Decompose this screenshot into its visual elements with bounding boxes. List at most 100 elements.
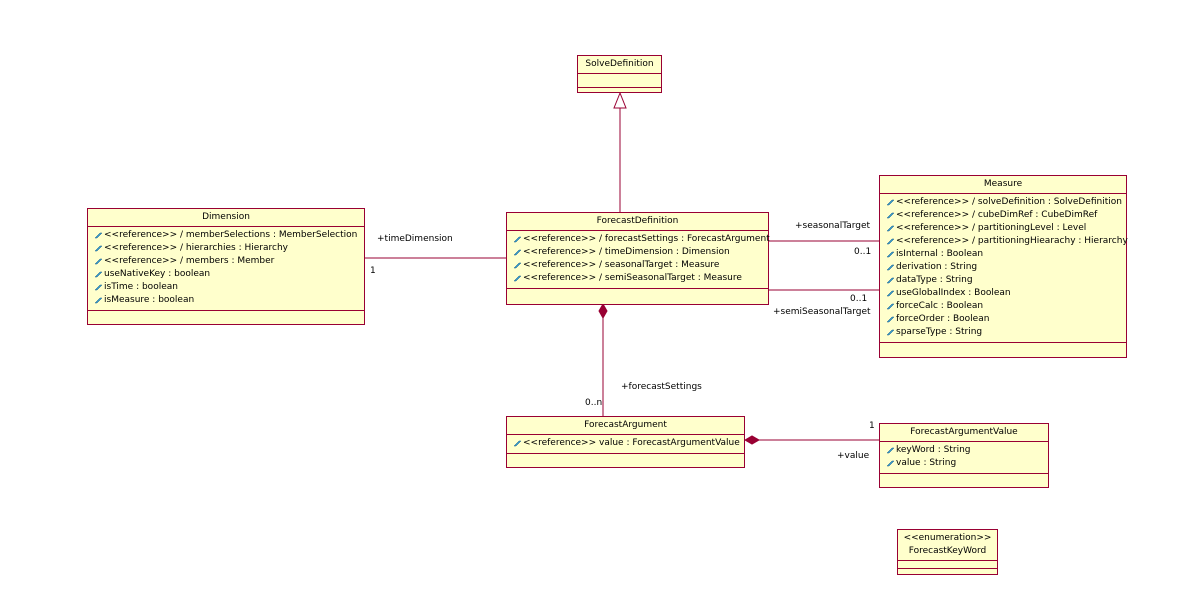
- attribute-text: keyWord : String: [896, 445, 971, 455]
- class-attribute: <<reference>> / seasonalTarget : Measure: [514, 259, 765, 272]
- class-attribute: value : String: [887, 457, 1045, 470]
- class-attribute: <<reference>> / hierarchies : Hierarchy: [95, 242, 361, 255]
- multiplicity-semi-seasonal-target: 0..1: [850, 294, 868, 304]
- operation-compartment: [898, 569, 997, 575]
- class-attribute: <<reference>> / partitioningLevel : Leve…: [887, 222, 1123, 235]
- class-attribute: forceOrder : Boolean: [887, 313, 1123, 326]
- role-semi-seasonal-target: +semiSeasonalTarget: [773, 307, 871, 317]
- attribute-text: <<reference>> / semiSeasonalTarget : Mea…: [523, 273, 742, 283]
- class-attribute: <<reference>> / semiSeasonalTarget : Mea…: [514, 272, 765, 285]
- attribute-text: dataType : String: [896, 275, 973, 285]
- class-name: SolveDefinition: [578, 56, 661, 74]
- class-attribute: useGlobalIndex : Boolean: [887, 287, 1123, 300]
- public-attribute-icon: [887, 199, 894, 206]
- class-name: ForecastArgumentValue: [880, 424, 1048, 442]
- attribute-compartment: <<reference>> / forecastSettings : Forec…: [507, 231, 770, 289]
- operation-compartment: [507, 289, 768, 298]
- multiplicity-forecast-settings: 0..n: [585, 398, 603, 408]
- composition-diamond-forecast-argument: [743, 435, 761, 445]
- attribute-text: useNativeKey : boolean: [104, 269, 211, 279]
- role-seasonal-target: +seasonalTarget: [795, 221, 871, 231]
- class-attribute: forceCalc : Boolean: [887, 300, 1123, 313]
- operation-compartment: [507, 454, 744, 463]
- stereotype-label: <<enumeration>>: [903, 533, 992, 543]
- generalization-arrowhead: [613, 91, 627, 109]
- public-attribute-icon: [887, 264, 894, 271]
- attribute-text: <<reference>> / timeDimension : Dimensio…: [523, 247, 730, 257]
- public-attribute-icon: [887, 303, 894, 310]
- composition-diamond-forecast-definition: [598, 302, 608, 320]
- class-attribute: isMeasure : boolean: [95, 294, 361, 307]
- class-attribute: <<reference>> / timeDimension : Dimensio…: [514, 246, 765, 259]
- public-attribute-icon: [95, 258, 102, 265]
- class-attribute: <<reference>> / partitioningHiearachy : …: [887, 235, 1128, 248]
- multiplicity-value: 1: [869, 421, 875, 431]
- enum-forecast-key-word[interactable]: <<enumeration>> ForecastKeyWord: [897, 529, 998, 575]
- public-attribute-icon: [887, 277, 894, 284]
- public-attribute-icon: [95, 284, 102, 291]
- public-attribute-icon: [887, 238, 894, 245]
- public-attribute-icon: [887, 460, 894, 467]
- class-attribute: <<reference>> value : ForecastArgumentVa…: [514, 437, 741, 450]
- class-forecast-definition[interactable]: ForecastDefinition <<reference>> / forec…: [506, 212, 770, 305]
- public-attribute-icon: [514, 440, 521, 447]
- class-measure[interactable]: Measure <<reference>> / solveDefinition …: [879, 175, 1128, 358]
- class-dimension[interactable]: Dimension <<reference>> / memberSelectio…: [87, 208, 365, 325]
- operation-compartment: [880, 474, 1048, 483]
- public-attribute-icon: [95, 297, 102, 304]
- class-attribute: isInternal : Boolean: [887, 248, 1123, 261]
- class-name: ForecastKeyWord: [908, 546, 987, 556]
- class-attribute: <<reference>> / forecastSettings : Forec…: [514, 233, 770, 246]
- public-attribute-icon: [514, 262, 521, 269]
- class-attribute: <<reference>> / cubeDimRef : CubeDimRef: [887, 209, 1123, 222]
- class-header: <<enumeration>> ForecastKeyWord: [898, 530, 997, 561]
- class-name: ForecastArgument: [507, 417, 744, 435]
- attribute-compartment: <<reference>> value : ForecastArgumentVa…: [507, 435, 744, 454]
- attribute-text: isTime : boolean: [104, 282, 178, 292]
- class-solve-definition[interactable]: SolveDefinition: [577, 55, 662, 93]
- class-attribute: isTime : boolean: [95, 281, 361, 294]
- operation-compartment: [88, 311, 364, 320]
- public-attribute-icon: [514, 236, 521, 243]
- class-forecast-argument[interactable]: ForecastArgument <<reference>> value : F…: [506, 416, 745, 468]
- multiplicity-time-dimension: 1: [370, 266, 376, 276]
- class-attribute: <<reference>> / members : Member: [95, 255, 361, 268]
- attribute-text: forceOrder : Boolean: [896, 314, 990, 324]
- attribute-compartment: keyWord : String value : String: [880, 442, 1048, 474]
- class-name: ForecastDefinition: [507, 213, 768, 231]
- public-attribute-icon: [887, 225, 894, 232]
- public-attribute-icon: [95, 271, 102, 278]
- public-attribute-icon: [887, 251, 894, 258]
- attribute-text: <<reference>> / partitioningLevel : Leve…: [896, 223, 1087, 233]
- class-forecast-argument-value[interactable]: ForecastArgumentValue keyWord : String va…: [879, 423, 1049, 488]
- class-attribute: useNativeKey : boolean: [95, 268, 361, 281]
- class-attribute: derivation : String: [887, 261, 1123, 274]
- public-attribute-icon: [887, 212, 894, 219]
- attribute-text: <<reference>> / memberSelections : Membe…: [104, 230, 358, 240]
- attribute-text: <<reference>> / members : Member: [104, 256, 275, 266]
- class-attribute: sparseType : String: [887, 326, 1123, 339]
- attribute-text: derivation : String: [896, 262, 978, 272]
- public-attribute-icon: [887, 447, 894, 454]
- class-name: Measure: [880, 176, 1126, 194]
- class-attribute: keyWord : String: [887, 444, 1045, 457]
- attribute-compartment: [578, 74, 661, 88]
- class-attribute: <<reference>> / solveDefinition : SolveD…: [887, 196, 1123, 209]
- attribute-compartment: <<reference>> / solveDefinition : SolveD…: [880, 194, 1128, 343]
- class-name: Dimension: [88, 209, 364, 227]
- attribute-text: forceCalc : Boolean: [896, 301, 984, 311]
- class-attribute: dataType : String: [887, 274, 1123, 287]
- attribute-text: <<reference>> value : ForecastArgumentVa…: [523, 438, 740, 448]
- class-attribute: <<reference>> / memberSelections : Membe…: [95, 229, 361, 242]
- operation-compartment: [578, 88, 661, 97]
- attribute-text: <<reference>> / cubeDimRef : CubeDimRef: [896, 210, 1098, 220]
- public-attribute-icon: [95, 232, 102, 239]
- attribute-compartment: [898, 561, 997, 569]
- public-attribute-icon: [514, 249, 521, 256]
- public-attribute-icon: [95, 245, 102, 252]
- attribute-text: <<reference>> / forecastSettings : Forec…: [523, 234, 770, 244]
- public-attribute-icon: [514, 275, 521, 282]
- multiplicity-seasonal-target: 0..1: [854, 247, 872, 257]
